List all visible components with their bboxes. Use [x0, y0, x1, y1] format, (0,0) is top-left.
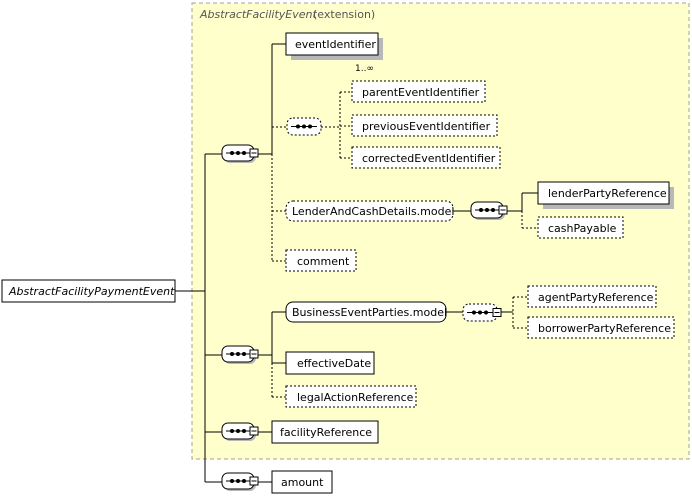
node-business-event-parties-model[interactable]: BusinessEventParties.model	[285, 301, 447, 323]
node-parent-event-identifier[interactable]: parentEventIdentifier	[351, 80, 486, 103]
sequence-compositor-lender[interactable]	[470, 201, 508, 220]
root-element[interactable]: AbstractFacilityPaymentEvent	[1, 279, 176, 303]
node-borrower-party-reference[interactable]: borrowerPartyReference	[527, 316, 675, 339]
node-effective-date[interactable]: effectiveDate	[285, 351, 375, 375]
connectors	[175, 43, 538, 483]
sequence-compositor-4[interactable]	[221, 472, 259, 491]
svg-text:correctedEventIdentifier: correctedEventIdentifier	[362, 152, 496, 165]
sequence-compositor-1[interactable]	[221, 144, 259, 163]
node-comment[interactable]: comment	[285, 249, 357, 272]
svg-text:lenderPartyReference: lenderPartyReference	[548, 187, 667, 200]
svg-text:cashPayable: cashPayable	[548, 222, 617, 235]
cardinality-label: 1..∞	[355, 64, 374, 74]
svg-text:amount: amount	[281, 476, 324, 489]
node-legal-action-reference[interactable]: legalActionReference	[285, 385, 417, 408]
node-lender-party-reference[interactable]: lenderPartyReference	[537, 181, 674, 209]
sequence-compositor-3[interactable]	[221, 422, 259, 441]
svg-text:effectiveDate: effectiveDate	[297, 357, 371, 370]
node-event-identifier[interactable]: eventIdentifier 1..∞	[285, 32, 383, 74]
svg-text:AbstractFacilityPaymentEvent: AbstractFacilityPaymentEvent	[8, 285, 175, 298]
extension-suffix-label: (extension)	[313, 8, 375, 21]
node-agent-party-reference[interactable]: agentPartyReference	[527, 285, 657, 308]
svg-text:comment: comment	[297, 255, 350, 268]
sequence-compositor-parties[interactable]	[462, 303, 502, 322]
svg-text:borrowerPartyReference: borrowerPartyReference	[538, 322, 671, 335]
svg-text:previousEventIdentifier: previousEventIdentifier	[362, 120, 491, 133]
node-facility-reference[interactable]: facilityReference	[271, 420, 379, 444]
svg-text:facilityReference: facilityReference	[280, 426, 372, 439]
node-amount[interactable]: amount	[271, 470, 333, 494]
svg-text:agentPartyReference: agentPartyReference	[538, 291, 654, 304]
node-lender-and-cash-details-model[interactable]: LenderAndCashDetails.model	[285, 200, 454, 222]
node-previous-event-identifier[interactable]: previousEventIdentifier	[351, 114, 498, 137]
node-corrected-event-identifier[interactable]: correctedEventIdentifier	[351, 146, 501, 169]
svg-text:eventIdentifier: eventIdentifier	[295, 38, 376, 51]
sequence-compositor-2[interactable]	[221, 345, 259, 364]
choice-compositor[interactable]	[286, 117, 322, 136]
svg-text:legalActionReference: legalActionReference	[297, 391, 414, 404]
svg-text:parentEventIdentifier: parentEventIdentifier	[362, 86, 480, 99]
svg-text:LenderAndCashDetails.model: LenderAndCashDetails.model	[292, 205, 454, 218]
node-cash-payable[interactable]: cashPayable	[537, 216, 624, 239]
extension-type-label: AbstractFacilityEvent	[199, 8, 317, 21]
svg-text:BusinessEventParties.model: BusinessEventParties.model	[292, 306, 447, 319]
